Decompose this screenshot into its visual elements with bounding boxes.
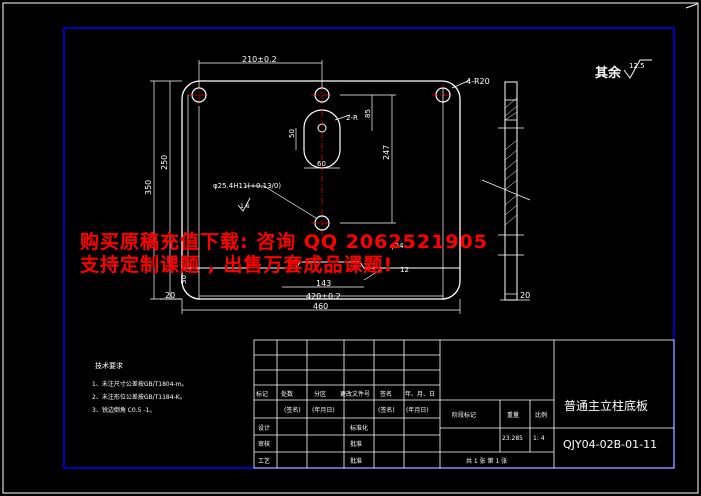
dim-250: 250	[160, 155, 169, 170]
dim-r8: 2-R	[346, 114, 358, 122]
tb-header-count: 处数	[281, 390, 293, 398]
tb-sign-2: (签名)	[378, 406, 395, 414]
dim-20-right: 20	[520, 291, 530, 300]
roughness-1-6: 1.6	[240, 203, 250, 210]
tb-date-1: (年月日)	[312, 406, 335, 414]
tb-role-approve-2: 批准	[350, 457, 362, 465]
tb-scale: 1: 4	[533, 435, 545, 442]
tb-role-process: 工艺	[258, 457, 270, 465]
dim-210: 210±0.2	[242, 55, 277, 64]
tb-role-review: 审核	[258, 440, 270, 448]
dim-350: 350	[144, 180, 153, 195]
dim-50: 50	[288, 129, 296, 138]
dim-12: 12	[400, 266, 409, 274]
dim-60: 60	[317, 160, 326, 168]
tb-weight-label: 重量	[507, 411, 519, 419]
dim-85: 85	[364, 109, 372, 118]
tb-header-zone: 分区	[314, 390, 326, 398]
tb-header-date: 年、月、日	[405, 390, 435, 398]
roughness-label: 其余	[595, 65, 622, 81]
tb-scale-label: 比例	[535, 411, 547, 419]
tb-header-doc: 更改文件号	[340, 390, 370, 398]
tech-req-1: 1、未注尺寸公差按GB/T1804-m。	[92, 380, 188, 388]
front-view	[150, 60, 471, 314]
tech-req-3: 3、锐边倒角 C0.5 -1。	[92, 406, 155, 414]
tb-weight: 23.285	[502, 435, 523, 442]
tb-date-2: (年月日)	[406, 406, 429, 414]
side-view	[481, 81, 531, 301]
dim-420: 420±0.2	[306, 292, 341, 301]
drawing-number: QJY04-02B-01-11	[563, 438, 657, 451]
dim-20-left: 20	[165, 291, 175, 300]
dim-hole-25: φ25.4H11(+0.13/0)	[213, 182, 281, 190]
tb-header-mark: 标记	[256, 390, 268, 398]
tech-req-title: 技术要求	[95, 361, 123, 370]
dim-247: 247	[382, 145, 391, 160]
dim-50b: 50	[180, 275, 188, 284]
tb-header-sign: 签名	[380, 390, 392, 398]
dim-143: 143	[316, 279, 331, 288]
tech-req-2: 2、未注形位公差按GB/T1184-K。	[92, 393, 186, 401]
part-name: 普通主立柱底板	[564, 398, 648, 413]
tb-role-design: 设计	[258, 424, 270, 432]
roughness-value: 12.5	[629, 62, 645, 70]
dim-r20: 4-R20	[466, 77, 490, 86]
watermark-line-2: 支持定制课题 , 出售万套成品课题!	[80, 254, 394, 276]
dim-24: φ24	[390, 242, 404, 250]
roughness-symbol	[623, 59, 652, 79]
watermark-line-1: 购买原稿充值下载: 咨询 QQ 2062521905	[80, 231, 488, 253]
dim-460: 460	[313, 302, 328, 311]
tb-stage: 阶段标记	[452, 411, 476, 419]
tb-role-approve: 批准	[350, 440, 362, 448]
tb-role-standard: 标准化	[350, 424, 368, 432]
tb-sign-1: (签名)	[284, 406, 301, 414]
tb-sheets: 共 1 张 第 1 张	[466, 457, 507, 465]
title-block	[253, 339, 675, 469]
